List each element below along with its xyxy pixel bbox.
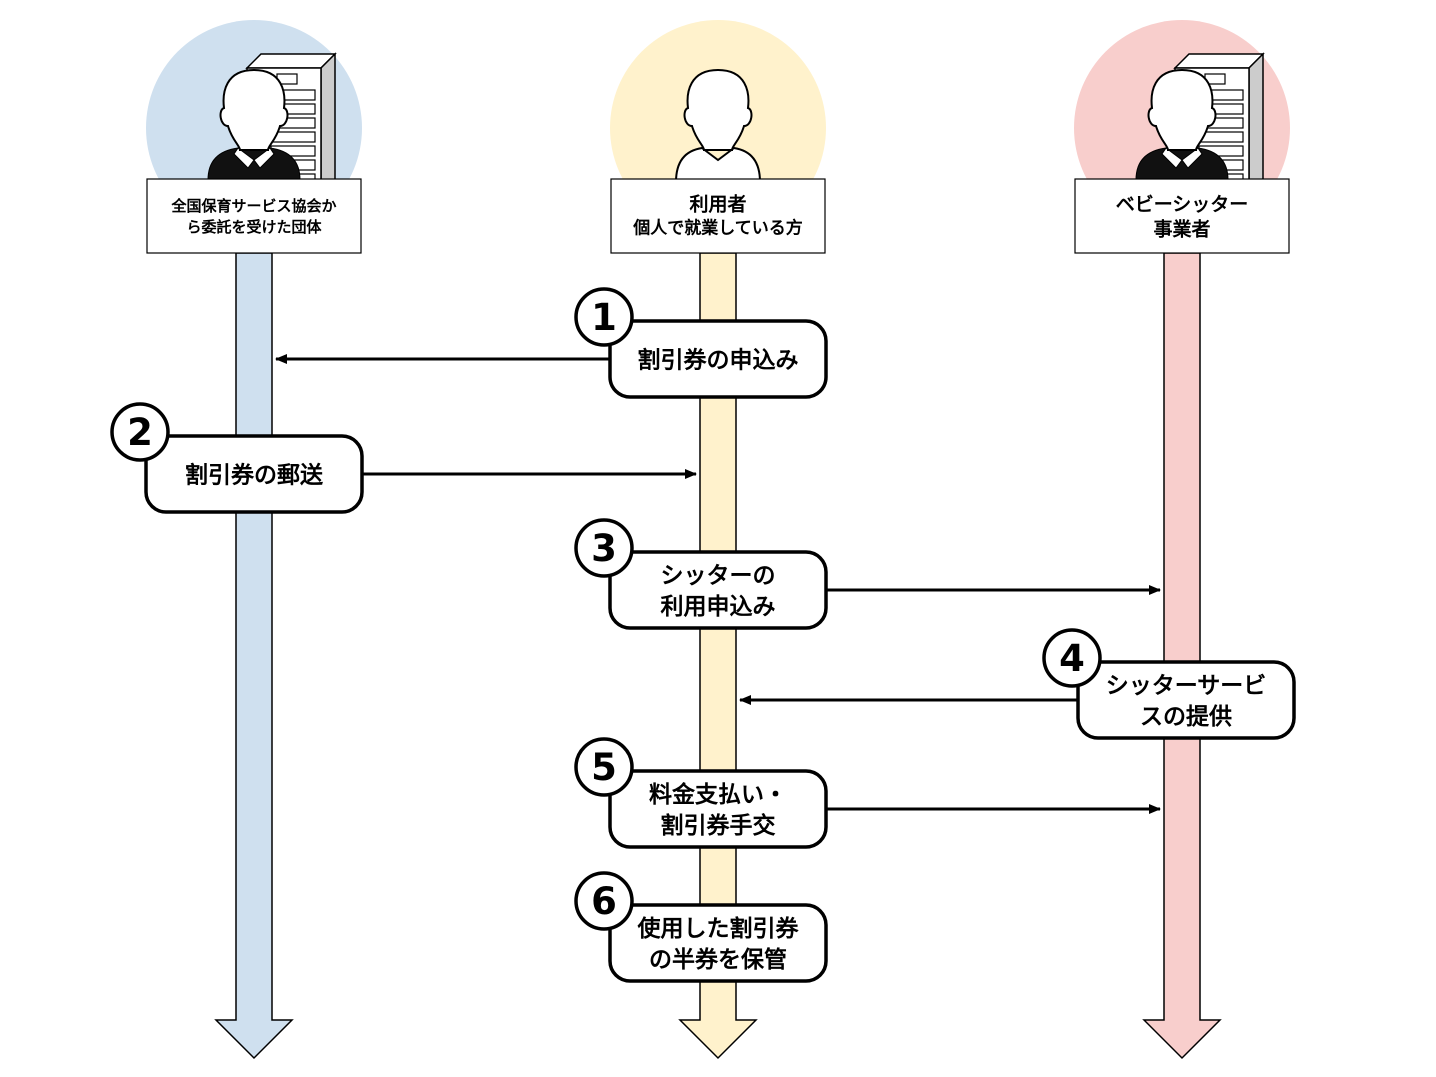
server-top [1173,53,1265,69]
step-box [144,434,364,514]
step-number: 3 [591,527,617,570]
actor-label-box [1074,178,1290,254]
step-label-line: スの提供 [1140,703,1232,730]
shoulders [674,146,762,183]
step-1: 割引券の申込み 1 [574,287,828,399]
head [1147,68,1217,151]
step-2: 割引券の郵送 2 [110,402,364,514]
step-box [1076,660,1296,740]
server-side [320,52,336,181]
actor-label-line: 全国保育サービス協会か [170,197,336,215]
step-label-line: シッターの [661,563,776,589]
step-label-line: 割引券の申込み [638,346,799,373]
businessman-with-server-icon [1135,52,1265,185]
step-number-badge [574,287,634,347]
step-label-line: 割引券の郵送 [185,461,323,488]
collar-left [233,147,255,169]
step-number: 2 [127,411,153,454]
actor-label-line: ら委託を受けた団体 [186,218,322,236]
collar-right [1181,147,1203,169]
step-label-line: 使用した割引券 [637,915,800,942]
businessman-with-server-icon [207,52,337,185]
step-label-line: 料金支払い・ [649,781,787,808]
step-number: 4 [1059,637,1085,680]
step-number-badge [574,871,634,931]
step-label-line: シッターサービ [1106,673,1267,699]
actor-label-line: 事業者 [1153,217,1210,240]
step-label-line: 割引券手交 [661,812,776,839]
suit [1135,147,1229,181]
server-top [245,53,337,69]
actor-label-line: 個人で就業している方 [632,218,803,239]
collar-right [253,147,275,169]
step-number: 6 [591,880,617,923]
step-number-badge [574,518,634,578]
sitter-lifeline-arrow [1142,252,1222,1060]
collar-left [1161,147,1183,169]
step-number: 5 [591,746,617,789]
step-number-badge [574,737,634,797]
step-label-line: 利用申込み [661,593,776,620]
step-box [608,769,828,849]
actor-label-line: ベビーシッター [1116,193,1249,215]
step-number: 1 [591,296,617,339]
step-5: 料金支払い・割引券手交 5 [574,737,828,849]
step-number-badge [1042,628,1102,688]
head [219,68,289,151]
server-side [1248,52,1264,181]
org-lifeline-arrow [214,252,294,1060]
actor-label-box [146,178,362,254]
step-box [608,319,828,399]
step-label-line: の半券を保管 [649,946,787,973]
actor-label-line: 利用者 [689,193,746,215]
person-icon [674,68,762,183]
suit [207,147,301,181]
actor-label-box [610,178,826,254]
step-number-badge [110,402,170,462]
step-box [608,903,828,983]
step-box [608,550,828,630]
head [683,68,753,151]
